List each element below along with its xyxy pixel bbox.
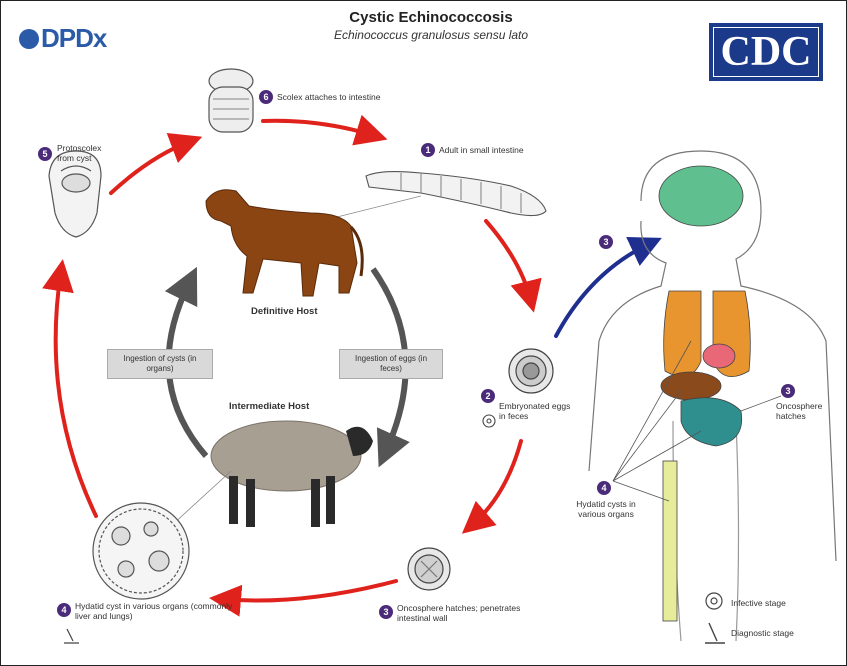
brain: [659, 166, 743, 226]
diagram-title: Cystic Echinococcosis: [301, 9, 561, 26]
heart: [703, 344, 735, 368]
bone: [663, 461, 677, 621]
arrow-adult-to-egg: [486, 221, 531, 301]
arrow-protoscolex-to-scolex: [111, 141, 191, 193]
arrow-to-human: [556, 243, 651, 336]
dog-illustration: [206, 190, 362, 296]
stage-4-label: Hydatid cyst in various organs (commonly…: [75, 601, 235, 621]
sheep-illustration: [211, 421, 373, 527]
definitive-host-label: Definitive Host: [251, 306, 318, 317]
ingestion-eggs-box: Ingestion of eggs (in feces): [339, 349, 443, 379]
stage-6-label: Scolex attaches to intestine: [277, 92, 427, 102]
ingestion-cysts-box: Ingestion of cysts (in organs): [107, 349, 213, 379]
stage-4-badge: 4: [57, 603, 71, 617]
liver: [661, 372, 721, 400]
arrow-egg-to-oncosphere: [471, 441, 521, 526]
cdc-logo-frame: [713, 27, 819, 77]
legend-infective-label: Infective stage: [731, 598, 831, 608]
egg-illustration: [509, 349, 553, 393]
biohazard-icon: [706, 593, 722, 609]
microscope-icon-cyst: [64, 629, 79, 643]
stage-5-badge: 5: [38, 147, 52, 161]
biohazard-icon-egg: [483, 415, 495, 427]
oncosphere-illustration: [408, 548, 450, 590]
arrow-scolex-to-adult: [263, 121, 376, 136]
stage-2-badge: 2: [481, 389, 495, 403]
microscope-icon: [705, 623, 725, 643]
stage-1-label: Adult in small intestine: [439, 145, 589, 155]
human-stage-3-badge: 3: [599, 235, 613, 249]
stage-6-badge: 6: [259, 90, 273, 104]
diagram-subtitle: Echinococcus granulosus sensu lato: [301, 28, 561, 42]
adult-worm-illustration: [366, 172, 546, 216]
dpdx-logo[interactable]: DPDx: [19, 23, 106, 54]
dpdx-logo-text: DPDx: [41, 23, 106, 53]
protoscolex-illustration: [49, 151, 101, 237]
intestines: [681, 398, 742, 446]
human-organs: [659, 166, 750, 621]
human-oncosphere-badge: 3: [781, 384, 795, 398]
scolex-illustration: [209, 69, 253, 132]
arrow-oncosphere-to-cyst: [221, 581, 396, 601]
stage-5-label: Protoscolex from cyst: [57, 143, 117, 163]
stage-3-badge: 3: [379, 605, 393, 619]
human-oncosphere-label: Oncosphere hatches: [776, 401, 836, 421]
stage-3-label: Oncosphere hatches; penetrates intestina…: [397, 603, 547, 623]
pointer-sheep-to-cyst: [171, 471, 231, 526]
stage-2-label: Embryonated eggs in feces: [499, 401, 571, 421]
human-cyst-badge: 4: [597, 481, 611, 495]
intermediate-host-label: Intermediate Host: [229, 401, 309, 412]
hydatid-cyst-illustration: [93, 503, 189, 599]
arrow-cyst-to-protoscolex: [56, 271, 96, 516]
cdc-logo[interactable]: CDC: [709, 23, 823, 81]
human-cyst-label: Hydatid cysts in various organs: [566, 499, 646, 519]
legend-diagnostic-label: Diagnostic stage: [731, 628, 831, 638]
stage-1-badge: 1: [421, 143, 435, 157]
dpdx-logo-icon: [19, 29, 39, 49]
